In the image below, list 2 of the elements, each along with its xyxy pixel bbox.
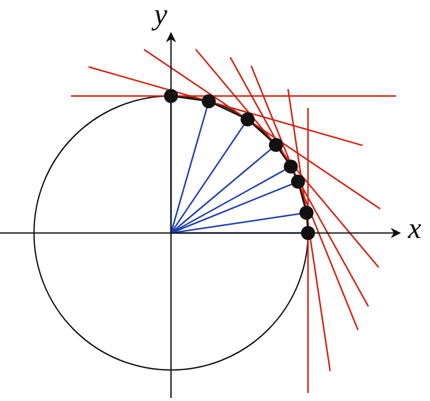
axis-label: y [154, 0, 168, 30]
axis-label: x [408, 214, 422, 244]
